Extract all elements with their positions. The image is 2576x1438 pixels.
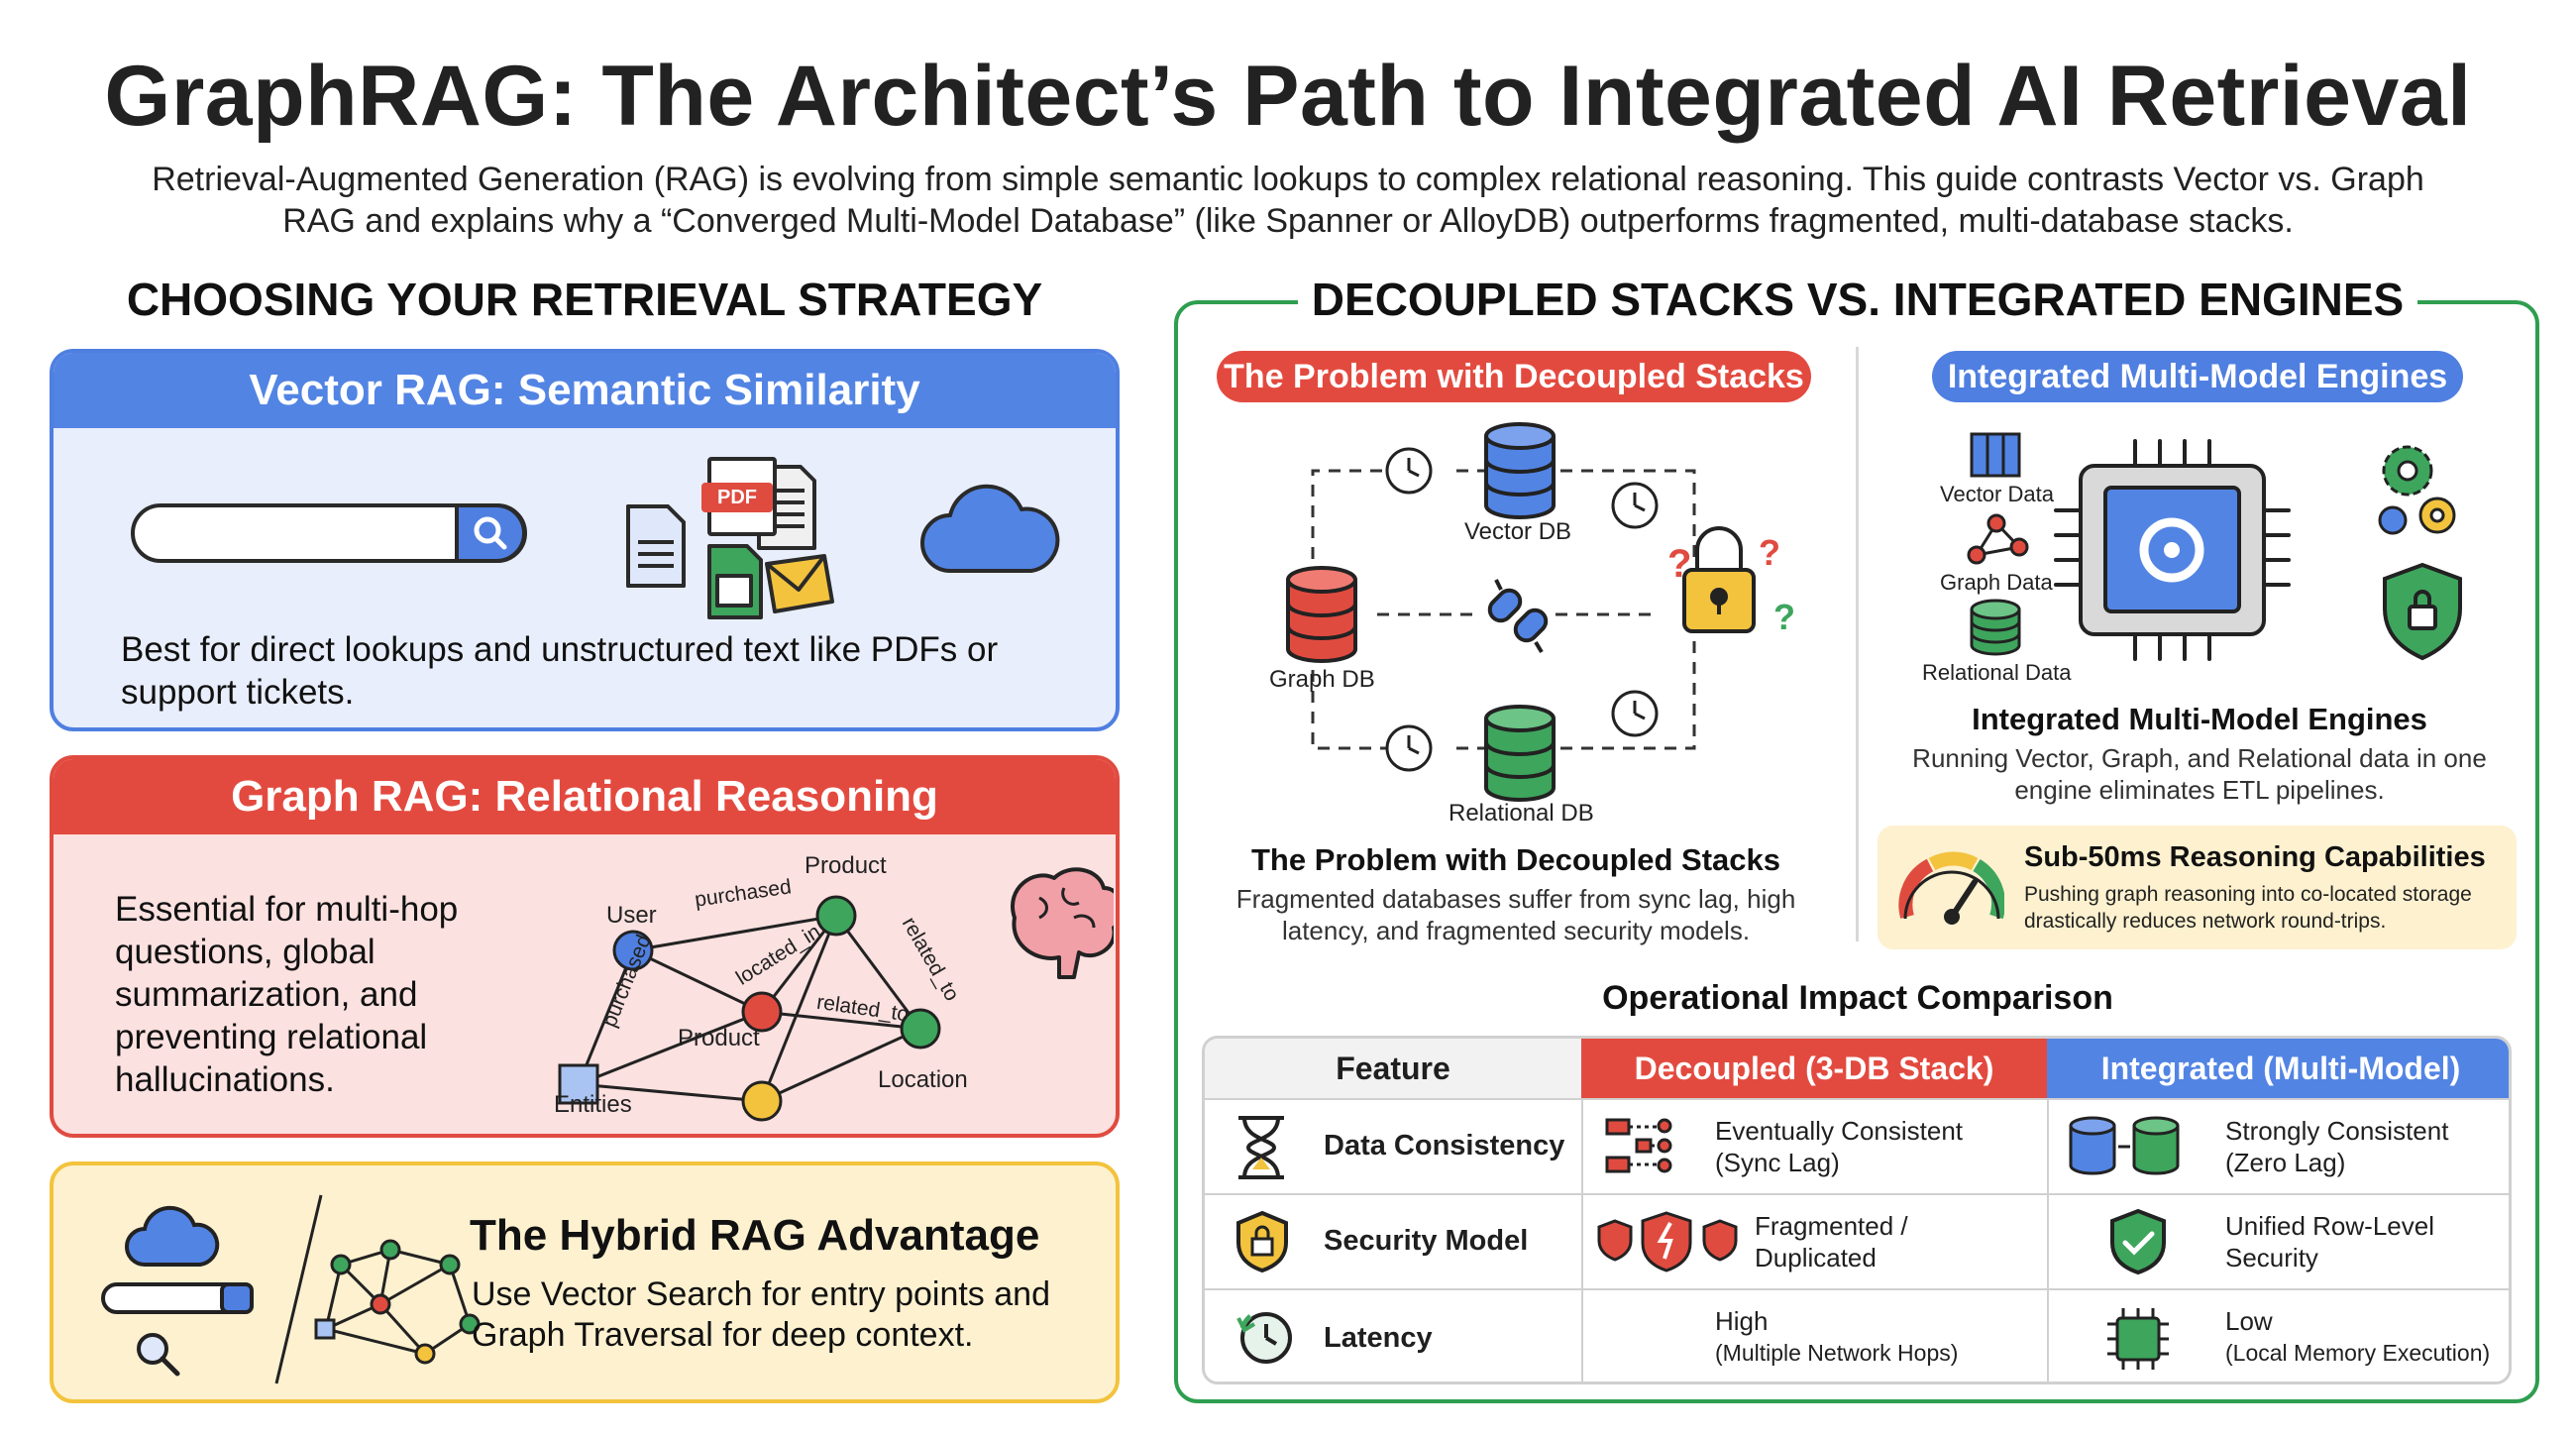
integrated-title: Integrated Multi-Model Engines <box>1972 702 2427 736</box>
graph-rag-title: Graph RAG: Relational Reasoning <box>54 759 1116 834</box>
vector-db-icon <box>1484 422 1556 519</box>
hybrid-illustration <box>101 1194 481 1384</box>
page-title: GraphRAG: The Architect’s Path to Integr… <box>104 49 2472 144</box>
node-product-mid <box>741 991 783 1033</box>
hourglass-icon <box>1238 1116 1284 1179</box>
shield-lock-icon <box>2383 562 2462 661</box>
node-entities <box>558 1063 599 1105</box>
column-divider <box>1856 347 1859 941</box>
integrated-diagram <box>1967 432 2462 661</box>
node-label-product-mid: Product <box>678 1025 760 1051</box>
hybrid-rag-card: The Hybrid RAG Advantage Use Vector Sear… <box>50 1161 1120 1403</box>
sync-lag-icon <box>1605 1118 1672 1173</box>
decoupled-consistency-note: (Sync Lag) <box>1715 1148 1840 1177</box>
integrated-description: Running Vector, Graph, and Relational da… <box>1912 743 2487 805</box>
integrated-security-note: Security <box>2225 1243 2318 1272</box>
clock-icon <box>1385 447 1659 772</box>
callout-description: Pushing graph reasoning into co-located … <box>2024 883 2472 933</box>
node-user <box>612 930 654 971</box>
node-label-user: User <box>606 902 657 929</box>
node-yellow <box>741 1080 783 1122</box>
decoupled-pill: The Problem with Decoupled Stacks <box>1217 351 1811 402</box>
latency-clock-icon <box>1236 1312 1292 1364</box>
graph-rag-card: Graph RAG: Relational Reasoning Essentia… <box>50 755 1120 1138</box>
header-feature: Feature <box>1205 1039 1581 1098</box>
vector-db-label: Vector DB <box>1464 518 1572 545</box>
speedometer-icon <box>1898 851 2004 925</box>
comparison-table: Feature Decoupled (3-DB Stack) Integrate… <box>1202 1036 2512 1384</box>
hybrid-rag-description: Use Vector Search for entry points and G… <box>472 1275 1050 1354</box>
question-mark-green: ? <box>1773 597 1795 637</box>
pdf-label: PDF <box>701 483 773 512</box>
right-section-heading: DECOUPLED STACKS VS. INTEGRATED ENGINES <box>1298 273 2417 326</box>
question-mark-red: ? <box>1667 542 1691 586</box>
integrated-latency-note: (Local Memory Execution) <box>2225 1340 2491 1366</box>
callout-title: Sub-50ms Reasoning Capabilities <box>2024 841 2486 873</box>
header-decoupled: Decoupled (3-DB Stack) <box>1581 1039 2047 1098</box>
memory-chip-icon <box>2107 1308 2169 1370</box>
documents-icon <box>626 465 834 619</box>
left-section-heading: CHOOSING YOUR RETRIEVAL STRATEGY <box>126 274 1043 325</box>
node-product-top <box>815 895 857 937</box>
chip-icon <box>2054 439 2291 661</box>
feature-security-model: Security Model <box>1324 1225 1529 1257</box>
header-integrated: Integrated (Multi-Model) <box>2047 1039 2509 1098</box>
graph-rag-description: Essential for multi-hop questions, globa… <box>115 890 459 1099</box>
search-icon <box>474 516 507 550</box>
table-row: Latency High (Multiple Network Hops) Low… <box>1205 1290 2509 1382</box>
unified-shield-icon <box>2110 1208 2166 1275</box>
node-label-entities: Entities <box>554 1091 632 1118</box>
comparison-title: Operational Impact Comparison <box>1602 979 2113 1017</box>
search-button[interactable] <box>455 503 526 563</box>
decoupled-consistency: Eventually Consistent <box>1715 1116 1964 1146</box>
pdf-icon: PDF <box>701 457 777 536</box>
relational-db-icon <box>1484 705 1556 802</box>
feature-latency: Latency <box>1324 1322 1433 1354</box>
graph-data-icon <box>1967 513 2029 565</box>
decoupled-latency: High <box>1715 1306 1769 1336</box>
security-shield-icon <box>1236 1210 1288 1273</box>
decoupled-title: The Problem with Decoupled Stacks <box>1250 842 1780 877</box>
table-row: Security Model Fragmented / Duplicated U… <box>1205 1195 2509 1288</box>
table-row: Data Consistency Eventually Consistent (… <box>1205 1100 2509 1193</box>
decoupled-description: Fragmented databases suffer from sync la… <box>1235 884 1796 945</box>
synced-databases-icon <box>2069 1116 2180 1175</box>
sub50ms-callout: Sub-50ms Reasoning Capabilities Pushing … <box>1878 826 2517 949</box>
integrated-pill: Integrated Multi-Model Engines <box>1932 351 2463 402</box>
graph-data-label: Graph Data <box>1940 570 2053 595</box>
node-label-product-top: Product <box>805 852 887 879</box>
integrated-consistency-note: (Zero Lag) <box>2225 1148 2346 1177</box>
relational-db-label: Relational DB <box>1449 800 1594 827</box>
node-location <box>900 1008 941 1050</box>
integrated-latency: Low <box>2225 1306 2273 1336</box>
lock-icon <box>1682 526 1756 633</box>
vector-data-label: Vector Data <box>1940 482 2054 506</box>
knowledge-graph <box>558 867 1114 1122</box>
feature-data-consistency: Data Consistency <box>1324 1130 1565 1161</box>
broken-link-icon <box>1487 579 1549 654</box>
vector-data-icon <box>1970 432 2021 478</box>
cloud-icon <box>920 484 1060 573</box>
vector-rag-card: Vector RAG: Semantic Similarity PDF Best… <box>50 349 1120 731</box>
relational-data-label: Relational Data <box>1922 660 2072 685</box>
graph-db-label: Graph DB <box>1269 666 1375 693</box>
integrated-consistency: Strongly Consistent <box>2225 1116 2449 1146</box>
graph-db-icon <box>1286 566 1357 663</box>
integrated-security: Unified Row-Level <box>2225 1211 2434 1241</box>
vector-rag-title: Vector RAG: Semantic Similarity <box>54 353 1116 428</box>
hybrid-rag-title: The Hybrid RAG Advantage <box>470 1211 1040 1260</box>
question-mark-red-2: ? <box>1759 532 1780 573</box>
page-subtitle: Retrieval-Augmented Generation (RAG) is … <box>152 161 2424 240</box>
decoupled-security: Fragmented / <box>1755 1211 1908 1241</box>
vector-rag-description: Best for direct lookups and unstructured… <box>121 630 999 712</box>
decoupled-diagram: ? ? ? <box>1286 422 1795 802</box>
node-label-location: Location <box>878 1066 968 1093</box>
fragmented-shields-icon <box>1597 1211 1738 1272</box>
brain-icon <box>1011 867 1114 979</box>
gears-icon <box>2378 445 2456 535</box>
relational-data-icon <box>1970 599 2021 656</box>
decoupled-latency-note: (Multiple Network Hops) <box>1715 1340 1959 1366</box>
decoupled-security-note: Duplicated <box>1755 1243 1877 1272</box>
